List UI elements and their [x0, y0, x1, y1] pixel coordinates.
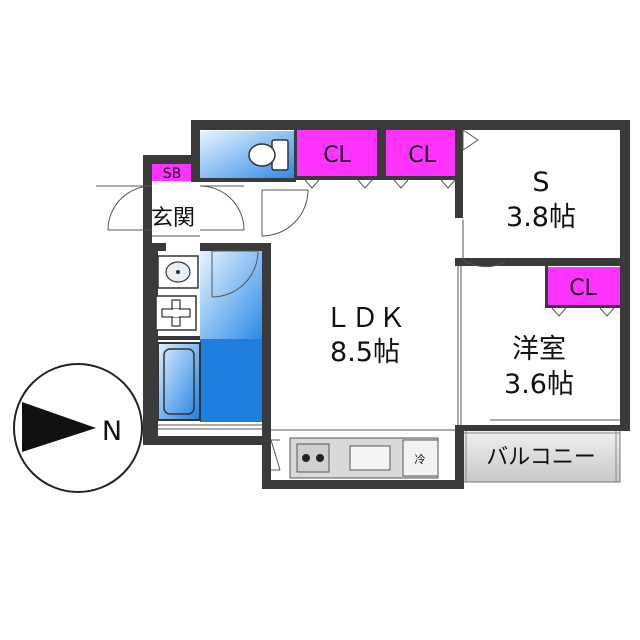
- closet-cl3: [547, 267, 620, 306]
- ldk-size: 8.5帖: [330, 337, 400, 368]
- s-room-size: 3.8帖: [506, 202, 576, 233]
- walls: [143, 120, 630, 489]
- shoe-box: [151, 163, 193, 181]
- bathtub-inner: [163, 348, 195, 415]
- compass-arrow-icon: [22, 402, 96, 452]
- closet-cl1: [297, 129, 377, 177]
- washroom: [200, 251, 262, 339]
- door-lines: [96, 129, 620, 471]
- western-room-size: 3.6帖: [504, 369, 574, 400]
- closet-cl2: [386, 129, 460, 177]
- stove-icon: [296, 443, 330, 473]
- s-room-label: S: [532, 167, 549, 198]
- bathroom: [200, 339, 262, 422]
- toilet-icon: [248, 139, 289, 171]
- closet-cl1-label: CL: [323, 143, 351, 168]
- ldk-label: ＬＤＫ: [325, 303, 406, 334]
- washing-machine-pan-icon: [155, 295, 197, 331]
- sink-icon: [349, 445, 391, 471]
- closet-cl2-label: CL: [408, 143, 436, 168]
- compass-direction-label: N: [102, 416, 122, 447]
- entrance-label: 玄関: [151, 206, 195, 231]
- closet-cl3-label: CL: [569, 276, 597, 301]
- fridge-label: 冷: [415, 453, 426, 466]
- western-room-label: 洋室: [512, 334, 566, 365]
- washbasin-icon: [157, 255, 199, 289]
- compass: [13, 363, 143, 493]
- balcony-area: [461, 429, 621, 483]
- shoe-box-label: SB: [163, 166, 182, 182]
- balcony-label: バルコニー: [486, 445, 596, 470]
- bathtub: [157, 342, 201, 421]
